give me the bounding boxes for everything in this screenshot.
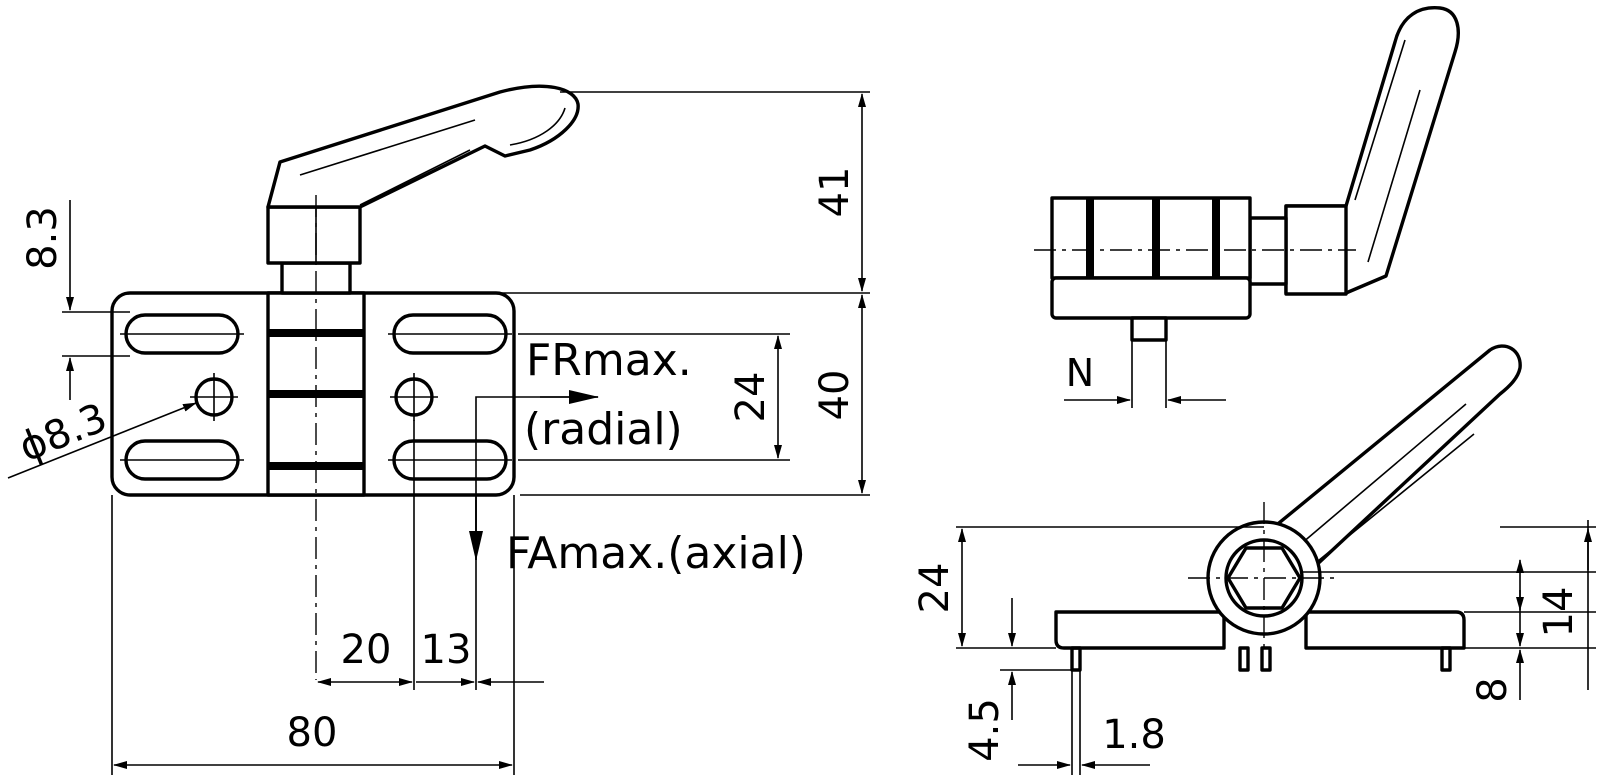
dim-8-3: 8.3 xyxy=(20,206,66,270)
mounting-slots xyxy=(120,313,512,481)
dim-24-slot: 24 xyxy=(728,372,774,423)
side-view-dimensions: 24 4.5 1.8 14 8 xyxy=(912,520,1596,775)
dim-1-8: 1.8 xyxy=(1102,712,1166,758)
dim-41: 41 xyxy=(812,167,858,218)
dim-phi-8-3: ϕ8.3 xyxy=(13,395,114,471)
top-view-dimensions: N xyxy=(1064,351,1226,404)
mounting-holes xyxy=(190,373,438,421)
side-view xyxy=(1054,344,1522,672)
dim-20: 20 xyxy=(341,627,392,673)
dim-40: 40 xyxy=(812,370,858,421)
dim-14: 14 xyxy=(1536,587,1582,638)
clamping-lever xyxy=(266,84,580,295)
dim-n: N xyxy=(1066,351,1094,395)
dim-13: 13 xyxy=(421,627,472,673)
dim-80: 80 xyxy=(287,710,338,756)
front-view xyxy=(110,84,580,680)
dim-24-side: 24 xyxy=(912,563,958,614)
dim-8: 8 xyxy=(1470,677,1516,702)
dim-4-5: 4.5 xyxy=(962,698,1008,762)
locating-pins xyxy=(1070,646,1452,672)
front-dimensions: 8.3 ϕ8.3 41 40 24 20 13 80 FRmax. (radia… xyxy=(7,91,870,775)
force-axial-label: FAmax.(axial) xyxy=(506,528,806,579)
force-radial-sub-label: (radial) xyxy=(524,404,683,455)
top-view xyxy=(1034,6,1460,408)
force-radial-label: FRmax. xyxy=(526,335,692,386)
